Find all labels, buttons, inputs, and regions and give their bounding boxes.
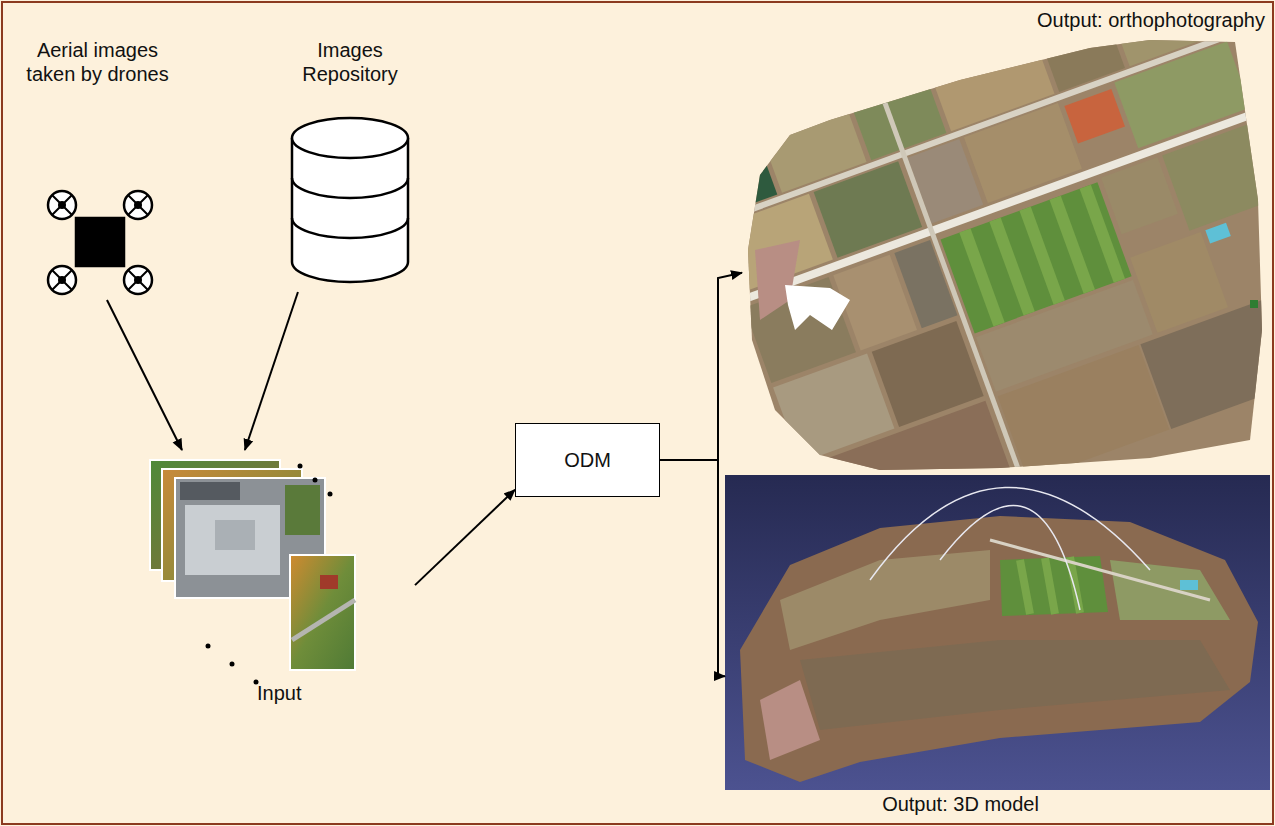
output-3d-model: Output: 3D model xyxy=(725,475,1270,820)
image-stack-part xyxy=(285,485,320,535)
node-label: Aerial images taken by drones xyxy=(18,38,178,86)
image-stack-part-part xyxy=(298,464,303,469)
orthophoto-image-part-part xyxy=(1140,279,1275,429)
green-mark xyxy=(1250,300,1258,308)
model-3d-image-part xyxy=(990,540,1210,600)
orthophoto-image-part-part xyxy=(1130,232,1228,333)
drone-icon-part-part xyxy=(52,195,72,215)
image-stack-part xyxy=(206,464,333,685)
drone-icon-part-part xyxy=(58,201,66,209)
flow-arrow xyxy=(245,292,298,450)
node-label: Output: orthophotography xyxy=(1037,8,1265,32)
node-label: Output: 3D model xyxy=(882,792,1039,816)
database-icon-part xyxy=(292,138,408,282)
model-3d-image-part xyxy=(760,680,820,760)
drone-icon-part-part xyxy=(134,276,142,284)
drone-icon-part-part xyxy=(128,195,148,215)
drone-icon-part xyxy=(58,201,142,284)
repository-source: Images Repository xyxy=(275,38,425,292)
node-label: Input xyxy=(257,681,301,705)
image-stack-part-part xyxy=(328,492,333,497)
orthophoto-image-part-part xyxy=(1101,157,1178,234)
model-3d-image-part xyxy=(725,475,1270,790)
drone-icon-part-part xyxy=(48,191,76,219)
model-3d-image-part xyxy=(1020,557,1080,614)
process-box: ODM xyxy=(515,423,660,497)
flow-arrow xyxy=(660,273,742,460)
database-icon-part xyxy=(292,118,408,158)
model-3d-image-part xyxy=(940,505,1080,610)
image-stack-part xyxy=(215,520,255,550)
drone-icon-part xyxy=(76,218,124,266)
drone-icon-part xyxy=(48,191,152,294)
model-3d-image-part xyxy=(780,550,990,650)
orthophoto-image-part-part xyxy=(964,103,1082,203)
node-label: ODM xyxy=(564,448,611,472)
image-stack-part xyxy=(320,575,338,589)
drone-icon-part xyxy=(52,195,148,290)
drone-icon-part-part xyxy=(124,266,152,294)
orthophoto-image-part-part xyxy=(1064,89,1125,144)
orthophoto-image-part xyxy=(785,285,850,330)
drone-icon-part-part xyxy=(58,276,66,284)
image-stack xyxy=(150,460,355,685)
image-stack-part xyxy=(290,555,355,670)
flow-arrow xyxy=(107,300,182,450)
model-3d-image xyxy=(725,475,1270,790)
database-icon-part xyxy=(292,218,408,238)
input-images: Input xyxy=(145,450,415,705)
drone-icon-part-part xyxy=(124,191,152,219)
image-stack-part xyxy=(180,482,240,500)
model-3d-image-part xyxy=(1000,556,1108,616)
image-stack-part-part xyxy=(230,662,235,667)
model-3d-image-part xyxy=(740,516,1258,782)
flow-arrow xyxy=(415,490,515,586)
image-stack-part-part xyxy=(206,644,211,649)
image-stack-part xyxy=(292,600,355,640)
orthophoto-image-part-part xyxy=(1205,223,1230,244)
model-3d-image-part xyxy=(800,640,1230,730)
model-3d-image-part xyxy=(1180,580,1198,590)
database-icon xyxy=(292,118,408,282)
image-stack-part xyxy=(185,505,280,575)
node-label: Images Repository xyxy=(290,38,410,86)
flow-arrow xyxy=(660,460,725,676)
database-icon-part xyxy=(292,178,408,198)
drone-source: Aerial images taken by drones xyxy=(10,38,185,300)
drone-icon-part-part xyxy=(48,266,76,294)
image-stack-part-part xyxy=(313,478,318,483)
drone-icon xyxy=(48,191,152,294)
drone-icon-part-part xyxy=(52,270,72,290)
orthophoto-image-part-part xyxy=(1162,121,1275,230)
drone-icon-part-part xyxy=(134,201,142,209)
orthophoto-image-part-part xyxy=(851,77,947,161)
orthophoto-image-part-part xyxy=(998,345,1170,481)
model-3d-image-part xyxy=(870,487,1150,580)
drone-icon-part-part xyxy=(128,270,148,290)
output-orthophoto: Output: orthophotography xyxy=(742,8,1265,470)
